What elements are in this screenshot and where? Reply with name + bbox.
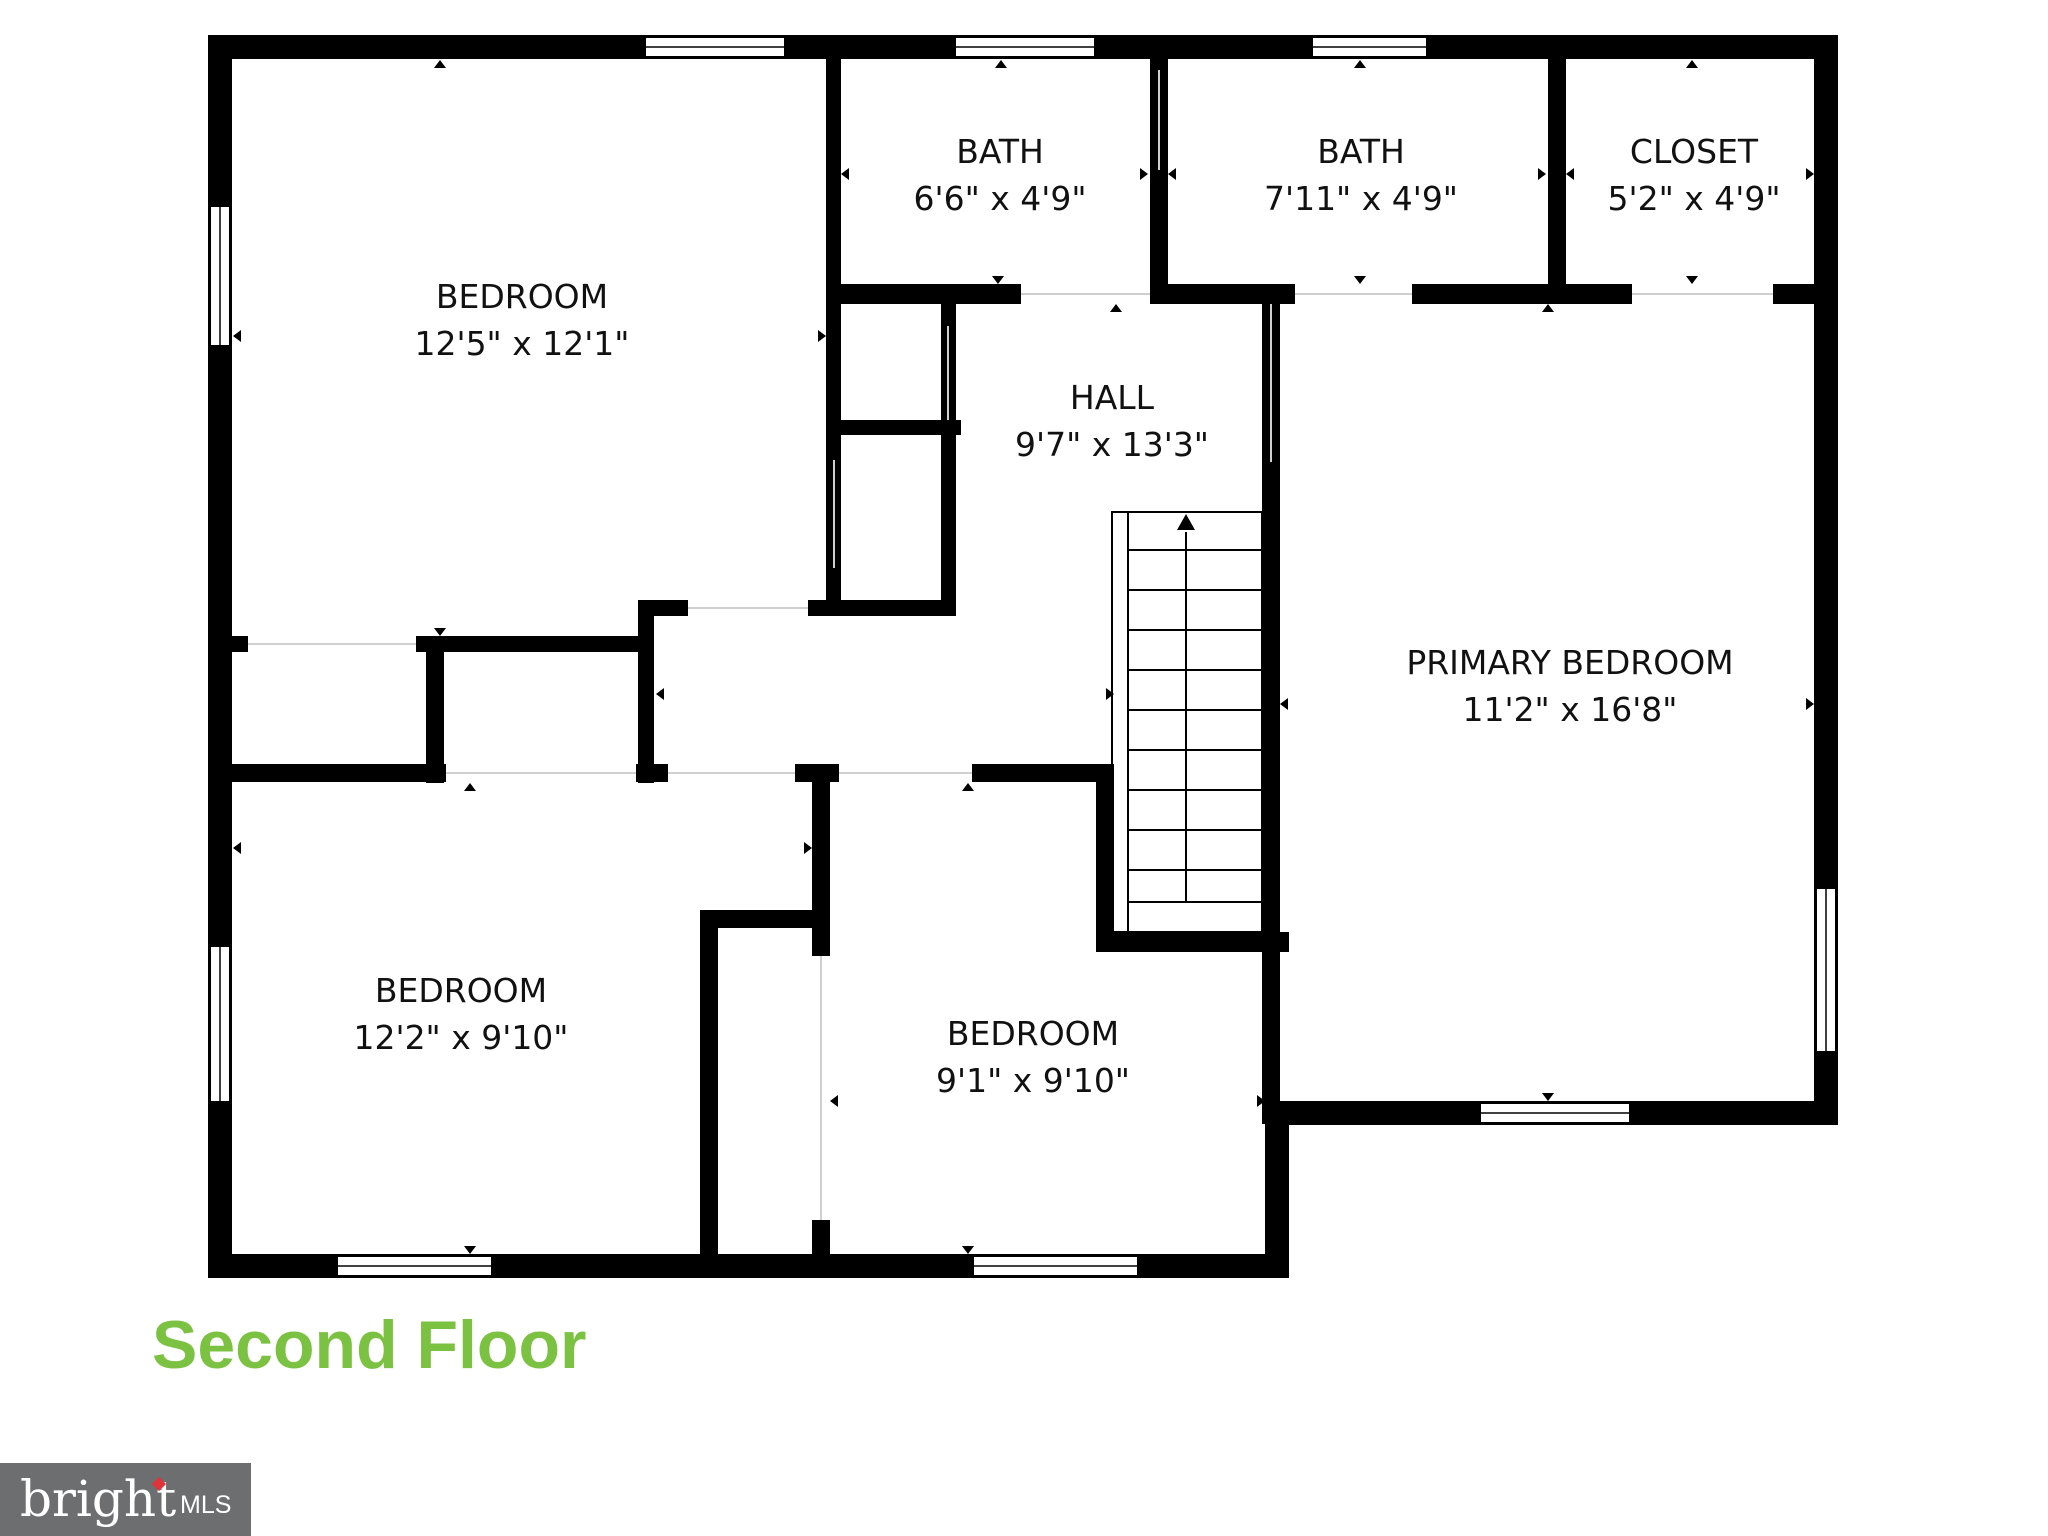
room-hall: HALL 9'7" x 13'3" [1015, 378, 1209, 464]
room-dimensions: 9'7" x 13'3" [1015, 425, 1209, 464]
room-name: BATH [1317, 132, 1405, 171]
room-name: PRIMARY BEDROOM [1406, 643, 1733, 682]
room-bath-2: BATH 7'11" x 4'9" [1264, 132, 1458, 218]
room-dimensions: 9'1" x 9'10" [936, 1061, 1130, 1100]
room-bedroom-nw: BEDROOM 12'5" x 12'1" [415, 277, 630, 363]
room-name: HALL [1070, 378, 1155, 417]
stair-up-arrow-icon [1177, 514, 1195, 530]
room-primary-bedroom: PRIMARY BEDROOM 11'2" x 16'8" [1406, 643, 1733, 729]
dimension-markers [233, 60, 1814, 1254]
room-dimensions: 12'2" x 9'10" [354, 1018, 569, 1057]
room-bath-1: BATH 6'6" x 4'9" [914, 132, 1087, 218]
room-name: BEDROOM [375, 971, 547, 1010]
room-name: BEDROOM [947, 1014, 1119, 1053]
staircase [1111, 511, 1263, 933]
brand-logo: bright MLS [0, 1463, 251, 1536]
room-dimensions: 12'5" x 12'1" [415, 324, 630, 363]
room-bedroom-s: BEDROOM 9'1" x 9'10" [936, 1014, 1130, 1100]
room-name: BEDROOM [436, 277, 608, 316]
room-bedroom-sw: BEDROOM 12'2" x 9'10" [354, 971, 569, 1057]
logo-wordmark: bright [20, 1470, 177, 1528]
room-name: BATH [956, 132, 1044, 171]
logo-suffix: MLS [180, 1491, 232, 1519]
room-dimensions: 6'6" x 4'9" [914, 179, 1087, 218]
room-dimensions: 7'11" x 4'9" [1264, 179, 1458, 218]
room-dimensions: 11'2" x 16'8" [1463, 690, 1678, 729]
windows [209, 36, 1837, 1277]
room-closet: CLOSET 5'2" x 4'9" [1608, 132, 1781, 218]
floor-title: Second Floor [152, 1307, 587, 1383]
room-name: CLOSET [1630, 132, 1759, 171]
room-dimensions: 5'2" x 4'9" [1608, 179, 1781, 218]
